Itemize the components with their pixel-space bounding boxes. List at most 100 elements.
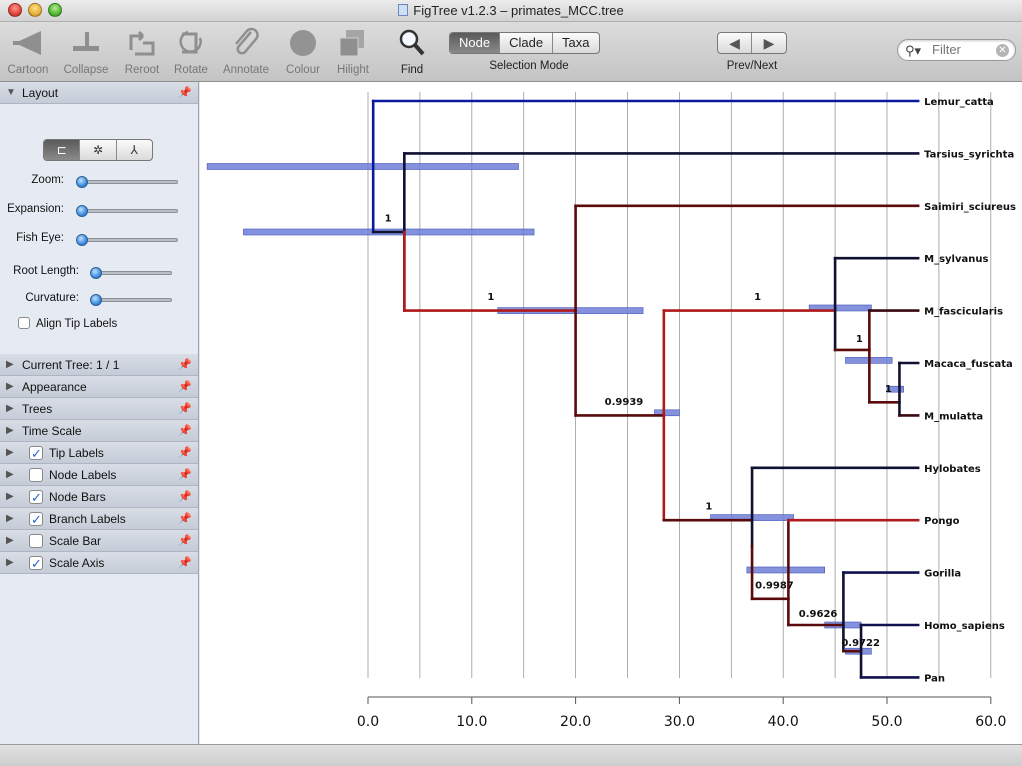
- fish-eye-slider-row: Fish Eye:: [0, 232, 199, 248]
- prev-button[interactable]: ◀: [718, 33, 752, 53]
- pin-icon[interactable]: 📌: [178, 447, 192, 459]
- tree-layout-toggle: ⊏ ✲ ⅄: [43, 139, 153, 161]
- axis-tick-label: 10.0: [456, 714, 487, 730]
- panel-enable-checkbox[interactable]: [29, 468, 43, 482]
- fish-eye-slider[interactable]: [76, 234, 178, 246]
- panel-header-appearance[interactable]: ▶ Appearance 📌: [0, 376, 198, 398]
- node-bar: [206, 163, 519, 170]
- tree-figure[interactable]: Lemur_cattaTarsius_syrichtaSaimiri_sciur…: [200, 82, 1022, 744]
- pin-icon[interactable]: 📌: [178, 425, 192, 437]
- slider-knob[interactable]: [90, 294, 102, 306]
- zoom-window-button[interactable]: [48, 3, 62, 17]
- branch-label: 1: [705, 502, 712, 513]
- panel-header-node-labels[interactable]: ▶ Node Labels 📌: [0, 464, 198, 486]
- panel-header-scale-bar[interactable]: ▶Scale Bar📌: [0, 530, 198, 552]
- search-icon[interactable]: ⚲▾: [905, 43, 922, 58]
- panel-header-trees[interactable]: ▶Trees📌: [0, 398, 198, 420]
- branch-label: 1: [487, 292, 494, 303]
- panel-header-tip-labels[interactable]: ▶Tip Labels📌: [0, 442, 198, 465]
- minimize-window-button[interactable]: [28, 3, 42, 17]
- panel-header-scale-axis[interactable]: ▶Scale Axis📌: [0, 552, 198, 575]
- panel-enable-checkbox[interactable]: [29, 509, 43, 531]
- pin-icon[interactable]: 📌: [178, 557, 192, 569]
- pin-icon[interactable]: 📌: [178, 381, 192, 393]
- collapse-button[interactable]: Collapse: [59, 26, 113, 76]
- panel-header-time-scale[interactable]: ▶Time Scale📌: [0, 420, 198, 442]
- branch-label: 0.9722: [841, 638, 880, 649]
- rotate-button[interactable]: Rotate: [164, 26, 218, 76]
- sidebar: ▼ Layout 📌 ⊏ ✲ ⅄ Zoom: Expansion: Fish E…: [0, 82, 199, 744]
- curvature-slider[interactable]: [90, 294, 172, 306]
- slider-knob[interactable]: [76, 205, 88, 217]
- disclosure-collapsed-icon[interactable]: ▶: [6, 513, 14, 524]
- zoom-slider[interactable]: [76, 176, 178, 188]
- disclosure-collapsed-icon[interactable]: ▶: [6, 557, 14, 568]
- align-tip-labels-option[interactable]: Align Tip Labels: [18, 317, 117, 330]
- radial-layout-button[interactable]: ⅄: [117, 140, 152, 160]
- branch-label: 0.9987: [755, 580, 794, 591]
- rectangular-layout-button[interactable]: ⊏: [44, 140, 81, 160]
- pin-icon[interactable]: 📌: [178, 403, 192, 415]
- close-window-button[interactable]: [8, 3, 22, 17]
- status-bar: [0, 744, 1022, 766]
- cartoon-button[interactable]: Cartoon: [1, 26, 55, 76]
- selection-mode-clade[interactable]: Clade: [500, 33, 554, 53]
- pin-icon[interactable]: 📌: [178, 469, 192, 481]
- slider-knob[interactable]: [76, 176, 88, 188]
- rectangular-tree-icon: ⊏: [56, 143, 67, 157]
- colour-button[interactable]: Colour: [276, 26, 330, 76]
- panel-label: Node Bars: [49, 490, 106, 504]
- disclosure-collapsed-icon[interactable]: ▶: [6, 469, 14, 480]
- panel-enable-checkbox[interactable]: [29, 534, 43, 548]
- filter-input[interactable]: [932, 42, 990, 57]
- align-tip-labels-checkbox[interactable]: [18, 317, 30, 329]
- disclosure-collapsed-icon[interactable]: ▶: [6, 403, 14, 414]
- selection-mode-node[interactable]: Node: [450, 33, 501, 53]
- disclosure-collapsed-icon[interactable]: ▶: [6, 491, 14, 502]
- disclosure-collapsed-icon[interactable]: ▶: [6, 447, 14, 458]
- window-title: FigTree v1.2.3 – primates_MCC.tree: [0, 3, 1022, 18]
- panel-enable-checkbox[interactable]: [29, 443, 43, 465]
- slider-knob[interactable]: [76, 234, 88, 246]
- pin-icon[interactable]: 📌: [178, 359, 192, 371]
- tip-label: Pan: [924, 673, 945, 684]
- panel-header-branch-labels[interactable]: ▶Branch Labels📌: [0, 508, 198, 531]
- panel-enable-checkbox[interactable]: [29, 487, 43, 509]
- disclosure-collapsed-icon[interactable]: ▶: [6, 535, 14, 546]
- reroot-icon: [129, 30, 155, 56]
- selection-mode-taxa[interactable]: Taxa: [562, 35, 590, 50]
- pin-icon[interactable]: 📌: [178, 535, 192, 547]
- expansion-slider[interactable]: [76, 205, 178, 217]
- tip-label: Pongo: [924, 516, 959, 527]
- find-button[interactable]: Find: [385, 26, 439, 76]
- paperclip-icon: [235, 27, 259, 55]
- layout-panel-header[interactable]: ▼ Layout 📌: [0, 82, 198, 104]
- slider-knob[interactable]: [90, 267, 102, 279]
- pin-icon[interactable]: 📌: [178, 491, 192, 503]
- axis-tick-label: 30.0: [664, 714, 695, 730]
- axis-tick-label: 0.0: [357, 714, 379, 730]
- clear-filter-icon[interactable]: ✕: [996, 44, 1009, 57]
- disclosure-collapsed-icon[interactable]: ▶: [6, 359, 14, 370]
- root-length-slider-row: Root Length:: [0, 265, 199, 281]
- disclosure-collapsed-icon[interactable]: ▶: [6, 425, 14, 436]
- panel-label: Appearance: [22, 380, 87, 394]
- panel-enable-checkbox[interactable]: [29, 553, 43, 575]
- annotate-button[interactable]: Annotate: [219, 26, 273, 76]
- root-length-slider[interactable]: [90, 267, 172, 279]
- panel-header-node-bars[interactable]: ▶ Node Bars 📌: [0, 486, 198, 509]
- tip-label: Tarsius_syrichta: [924, 149, 1014, 160]
- panel-list: ▶Current Tree: 1 / 1📌▶Appearance📌▶Trees📌…: [0, 354, 198, 575]
- disclosure-collapsed-icon[interactable]: ▶: [6, 381, 14, 392]
- branch-label: 1: [754, 292, 761, 303]
- pin-icon[interactable]: 📌: [178, 87, 192, 99]
- panel-label: Node Labels: [49, 468, 117, 482]
- hilight-button[interactable]: Hilight: [326, 26, 380, 76]
- node-bar: [654, 409, 680, 417]
- panel-header-current-tree-1-1[interactable]: ▶Current Tree: 1 / 1📌: [0, 354, 198, 376]
- next-button[interactable]: ▶: [752, 33, 786, 53]
- polar-layout-button[interactable]: ✲: [80, 140, 117, 160]
- reroot-button[interactable]: Reroot: [115, 26, 169, 76]
- pin-icon[interactable]: 📌: [178, 513, 192, 525]
